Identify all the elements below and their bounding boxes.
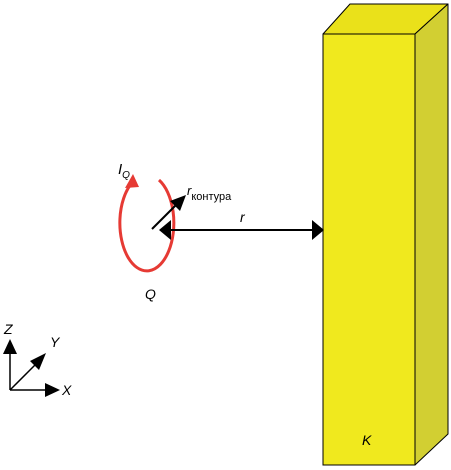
z-axis-arrowhead (3, 339, 17, 354)
distance-arrowhead-right (312, 220, 324, 240)
block-label: K (362, 432, 372, 448)
loop-label: Q (145, 286, 156, 302)
loop-radius-line (151, 202, 179, 230)
loop-radius-label: rконтура (187, 183, 232, 203)
loop-radius-arrowhead (170, 195, 186, 211)
block-side-face (414, 3, 449, 466)
coordinate-axes: Z X Y (3, 321, 72, 398)
distance-label: r (240, 209, 246, 225)
loop-radius-vector: rконтура (151, 183, 232, 230)
distance-vector: r (159, 209, 324, 240)
y-axis-label: Y (50, 334, 61, 350)
x-axis-arrowhead (45, 383, 60, 397)
loop-direction-arrow (125, 174, 139, 188)
z-axis-label: Z (3, 321, 13, 337)
current-label: IQ (118, 161, 130, 181)
block-front-face (322, 33, 416, 466)
y-axis-arrowhead (30, 353, 46, 370)
distance-arrowhead-left (159, 220, 171, 240)
y-axis-line (9, 363, 37, 391)
x-axis-label: X (61, 382, 72, 398)
conductor-block: K (322, 3, 449, 466)
